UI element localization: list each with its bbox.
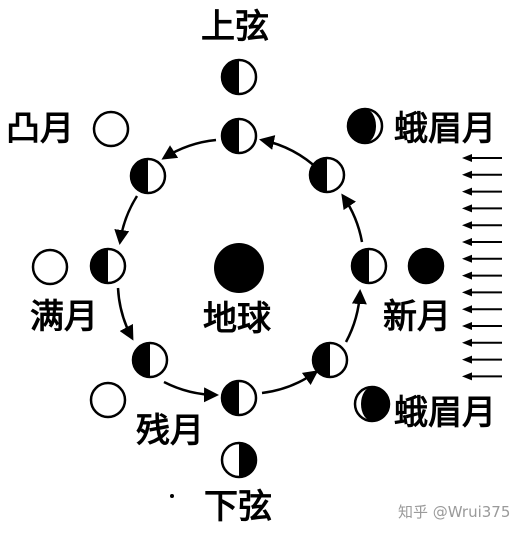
orbit-arrow-segment [114,195,139,245]
label-new-moon: 新月 [383,297,451,337]
orbit-moon-right [350,247,388,285]
orbit-arrow-segment [344,289,367,343]
orbit-moon-left [89,247,127,285]
label-waning-crescent: 蛾眉月 [394,393,496,433]
sunlight-arrowhead [462,254,472,263]
orbit-moons [89,117,388,417]
sunlight-arrowhead [462,355,472,364]
label-full-moon: 满月 [30,297,98,337]
phase-first-quarter-icon [220,58,258,96]
orbit-moon-upper-left [129,157,167,195]
orbit-arrow-segment [116,287,134,341]
phase-third-quarter-icon [220,441,258,479]
sunlight-arrowhead [462,305,472,314]
label-waning-gibbous: 残月 [136,411,204,451]
sunlight-arrowhead [462,221,472,230]
earth-disc [214,243,264,293]
phase-new-moon-icon [407,247,445,285]
phase-waning-gibbous-icon [89,381,127,419]
phase-full-moon-icon [31,248,69,286]
orbit-arrow-segment [261,370,319,395]
watermark: 知乎 @Wrui375 [398,503,511,521]
sunlight-arrowhead [462,338,472,347]
orbit-moon-upper-right [308,156,346,194]
sunlight-arrowhead [462,288,472,297]
sunlight-arrowhead [462,322,472,330]
orbit-arrow-segment [341,193,364,243]
sunlight-arrowhead [462,238,472,246]
label-third-quarter: 下弦 [204,487,272,527]
orbit-moon-lower-left [131,341,169,379]
label-first-quarter: 上弦 [201,7,269,47]
sunlight-arrows [462,154,502,381]
phase-waning-crescent-icon [353,385,391,423]
sunlight-arrowhead [462,187,472,196]
orbit-path [114,135,367,403]
sunlight-arrowhead [462,154,472,162]
sunlight-arrowhead [462,372,472,381]
orbit-arrow-segment [161,138,217,160]
sunlight-arrowhead [462,271,472,280]
label-waxing-crescent: 蛾眉月 [394,109,496,149]
orbit-moon-bottom [220,379,258,417]
sunlight-arrowhead [462,170,472,179]
label-earth: 地球 [203,299,271,339]
phase-appearance-moons [31,58,445,479]
orbit-arrow-segment [259,135,320,171]
phase-waxing-crescent-icon [346,107,384,145]
label-gibbous: 凸月 [6,109,74,149]
phase-gibbous-icon [92,110,130,148]
orbit-moon-lower-right [311,341,349,379]
sunlight-arrowhead [462,204,472,213]
orbit-moon-top [220,117,258,155]
orbit-arrow-segment [163,380,219,403]
stray-dot [170,494,174,498]
